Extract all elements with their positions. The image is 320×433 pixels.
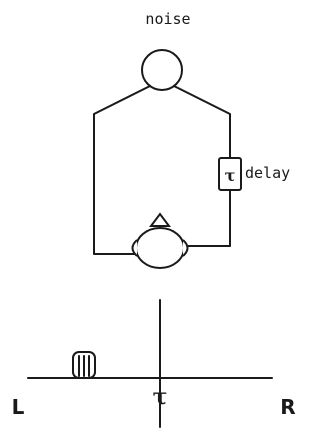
- axis-left-label: L: [12, 395, 25, 419]
- head-outline: [135, 227, 185, 269]
- left-channel-wire: [93, 85, 151, 255]
- delay-box: τ: [218, 157, 242, 191]
- noise-source-circle: [141, 49, 183, 91]
- listener-head: [131, 212, 189, 269]
- head-nose: [149, 212, 171, 227]
- delay-symbol: τ: [225, 166, 236, 185]
- head-right-ear: [182, 239, 189, 257]
- axis-center-symbol: τ: [153, 384, 168, 410]
- delay-label: delay: [245, 164, 290, 182]
- axis-right-label: R: [280, 395, 295, 419]
- right-channel-wire-top: [173, 85, 231, 159]
- sound-image-marker: [72, 351, 96, 379]
- right-channel-wire-bottom: [181, 189, 231, 247]
- head-left-ear: [131, 239, 138, 257]
- noise-label: noise: [145, 10, 190, 28]
